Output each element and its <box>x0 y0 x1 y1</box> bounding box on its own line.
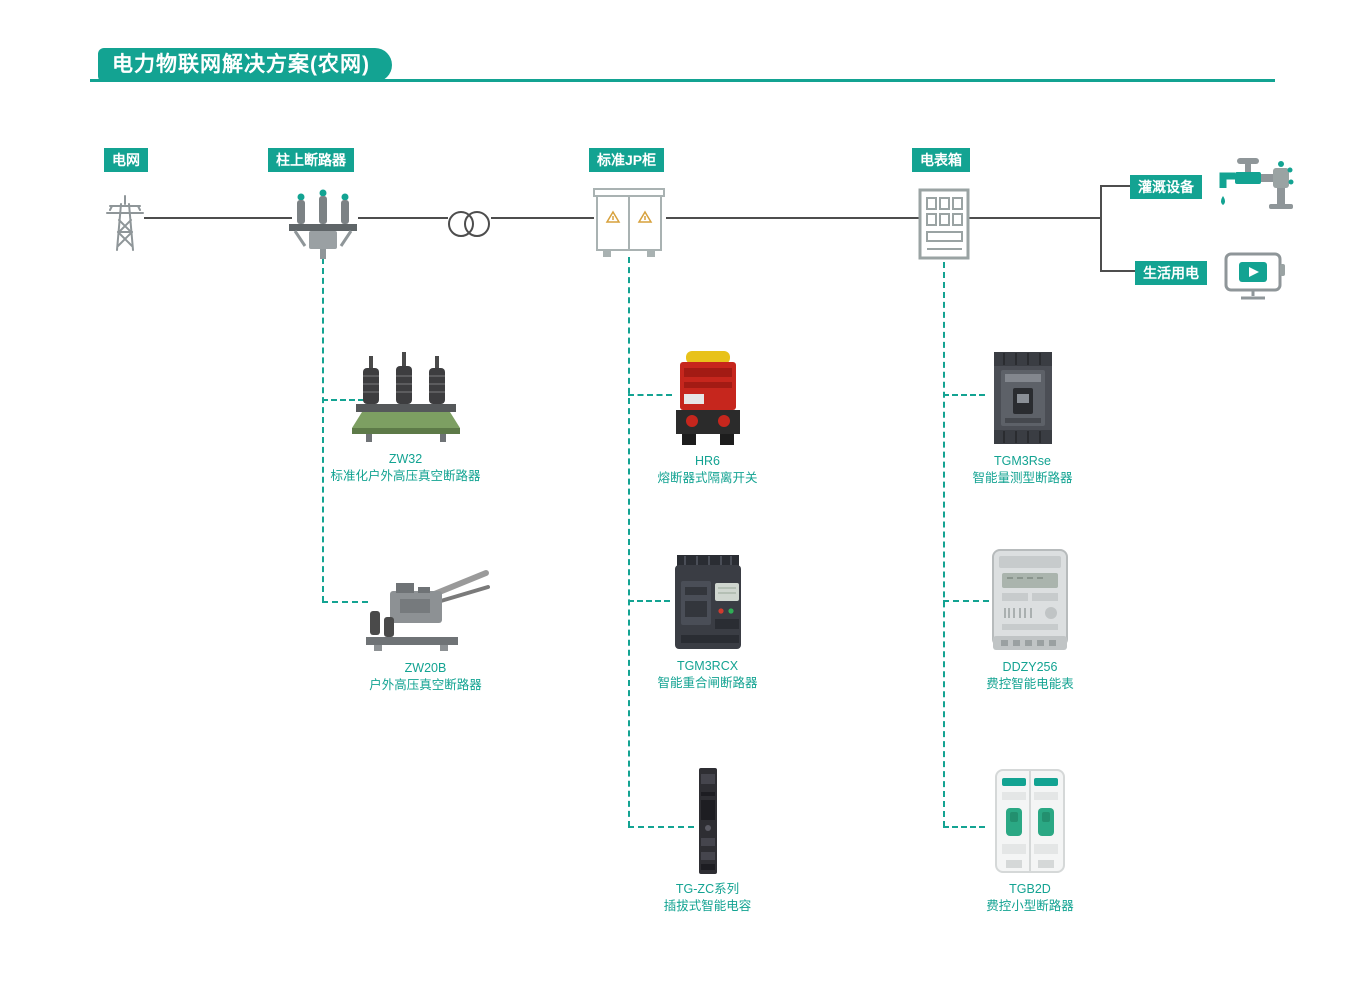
product-model: HR6 <box>694 454 720 468</box>
dash-jp-to-tgzc <box>628 826 694 828</box>
product-card-tgm3rse: TGM3Rse 智能量测型断路器 <box>950 348 1095 487</box>
node-label-pole-breaker: 柱上断路器 <box>268 148 354 172</box>
tower-icon <box>102 192 148 252</box>
product-model: TG-ZC系列 <box>675 882 740 896</box>
dash-pole-breaker-to-zw20b <box>322 601 368 603</box>
branch-label-irrigation: 灌溉设备 <box>1130 175 1202 199</box>
wire-grid-to-breaker <box>144 217 292 219</box>
branch-label-household: 生活用电 <box>1135 261 1207 285</box>
tgb2d-image <box>995 769 1065 873</box>
product-model: TGB2D <box>1009 882 1051 896</box>
product-desc: 插拔式智能电容 <box>663 899 752 913</box>
transformer-icon <box>444 206 494 242</box>
wire-cabinet-to-meterbox <box>666 217 920 219</box>
product-desc: 户外高压真空断路器 <box>369 678 482 692</box>
dash-pole-breaker-to-zw32 <box>322 399 364 401</box>
title-underline <box>90 79 1275 82</box>
page-title: 电力物联网解决方案(农网) <box>98 48 392 82</box>
dash-jp-to-tgm3rcx <box>628 600 670 602</box>
ddzy256-image <box>992 549 1068 650</box>
wire-transformer-to-cabinet <box>491 217 594 219</box>
product-card-tgm3rcx: TGM3RCX 智能重合闸断路器 <box>640 553 775 692</box>
tgzc-image <box>698 768 717 874</box>
jp-cabinet-icon <box>591 186 667 260</box>
product-card-zw20b: ZW20B 户外高压真空断路器 <box>348 563 503 694</box>
hr6-image <box>675 351 740 445</box>
node-label-grid: 电网 <box>104 148 148 172</box>
product-model: ZW32 <box>388 452 423 466</box>
node-label-jp-cabinet: 标准JP柜 <box>589 148 665 172</box>
irrigation-icon <box>1211 156 1295 218</box>
pole-breaker-icon <box>283 188 363 260</box>
product-card-ddzy256: DDZY256 费控智能电能表 <box>955 548 1105 693</box>
node-label-meter-box: 电表箱 <box>912 148 970 172</box>
product-desc: 费控智能电能表 <box>986 677 1074 691</box>
dash-meter-to-tgb2d <box>943 826 985 828</box>
meter-box-icon <box>917 187 971 263</box>
wire-meterbox-to-branch <box>968 217 1102 219</box>
dash-meter-to-tgm3rse <box>943 394 985 396</box>
dash-meter-box-vertical <box>943 262 945 827</box>
product-card-tgzc: TG-ZC系列 插拔式智能电容 <box>640 766 775 915</box>
tgm3rcx-image <box>674 555 741 649</box>
dash-jp-to-hr6 <box>628 394 672 396</box>
product-card-zw32: ZW32 标准化户外高压真空断路器 <box>328 352 483 485</box>
household-icon <box>1223 250 1287 304</box>
product-model: ZW20B <box>404 661 447 675</box>
product-desc: 标准化户外高压真空断路器 <box>330 469 481 483</box>
dash-jp-cabinet-vertical <box>628 257 630 827</box>
product-card-tgb2d: TGB2D 费控小型断路器 <box>955 766 1105 915</box>
product-desc: 费控小型断路器 <box>986 899 1074 913</box>
product-desc: 智能量测型断路器 <box>972 471 1073 485</box>
dash-pole-breaker-vertical <box>322 258 324 602</box>
wire-breaker-to-transformer <box>358 217 448 219</box>
product-model: TGM3RCX <box>676 659 739 673</box>
zw20b-image <box>365 570 490 651</box>
product-desc: 智能重合闸断路器 <box>657 676 758 690</box>
product-card-hr6: HR6 熔断器式隔离开关 <box>640 348 775 487</box>
product-model: TGM3Rse <box>994 454 1051 468</box>
wire-branch-vertical <box>1100 186 1102 272</box>
wire-branch-household <box>1100 270 1135 272</box>
tgm3rse-image <box>993 352 1052 444</box>
wire-branch-irrigation <box>1100 185 1130 187</box>
product-desc: 熔断器式隔离开关 <box>657 471 758 485</box>
zw32-image <box>351 352 460 442</box>
dash-meter-to-ddzy256 <box>943 600 989 602</box>
product-model: DDZY256 <box>1002 660 1058 674</box>
